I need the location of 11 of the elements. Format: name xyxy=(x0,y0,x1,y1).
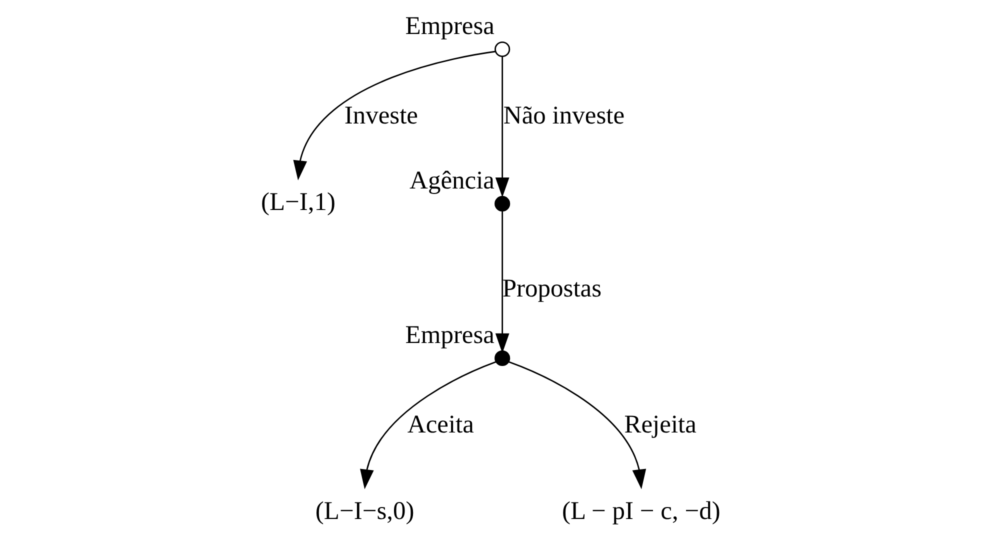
node-text: (L − pI − c, −d) xyxy=(562,496,720,525)
edge-label: Investe xyxy=(344,100,418,130)
edge-label: Não investe xyxy=(502,100,624,130)
node-text: (L−I−s,0) xyxy=(314,496,414,525)
node-label: Agência xyxy=(409,166,494,195)
edge-label: Propostas xyxy=(502,273,602,302)
edge-label: Aceita xyxy=(406,409,474,438)
edge-label: Rejeita xyxy=(624,409,696,438)
node-text: (L−I,1) xyxy=(260,186,336,216)
node-label: Empresa xyxy=(404,320,494,350)
node-label: Empresa xyxy=(404,11,494,40)
